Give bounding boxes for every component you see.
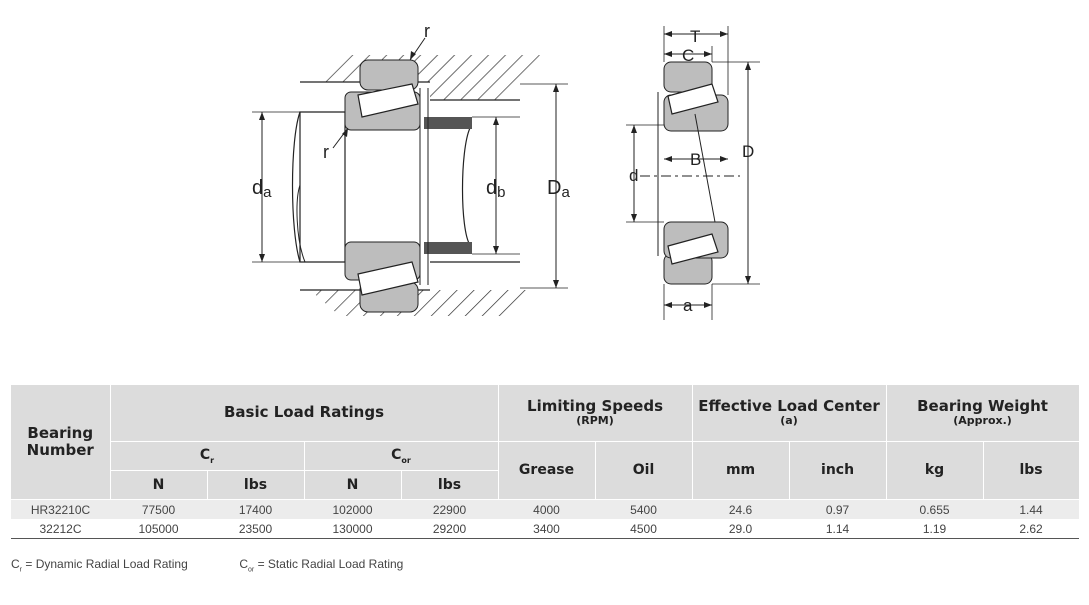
label-db: db: [486, 177, 505, 201]
label-r-top: r: [424, 21, 430, 41]
header-cor-n: N: [304, 470, 402, 500]
bearing-cross-section: T C B D d a: [626, 26, 760, 320]
cell-cor-lbs: 22900: [401, 499, 499, 519]
spacer-top: [424, 117, 472, 129]
cell-cor-lbs: 29200: [401, 519, 499, 539]
header-weight-lbs: lbs: [983, 441, 1080, 500]
header-bearing-weight: Bearing Weight(Approx.): [886, 385, 1080, 442]
cell-lbs: 1.44: [983, 499, 1080, 519]
cell-cr-n: 77500: [110, 499, 207, 519]
cell-mm: 29.0: [692, 519, 790, 539]
footnote-cor: Cor = Static Radial Load Rating: [239, 557, 404, 574]
label-D: D: [742, 142, 754, 161]
header-bearing-number: Bearing Number: [11, 385, 111, 500]
label-T: T: [690, 27, 700, 46]
cell-bearing: HR32210C: [11, 499, 110, 519]
header-oil: Oil: [595, 441, 693, 500]
roller-top: [357, 83, 419, 118]
cell-grease: 3400: [498, 519, 596, 539]
label-r-side: r: [323, 142, 329, 162]
label-a: a: [683, 296, 693, 315]
housing-bottom: [310, 290, 540, 316]
header-kg: kg: [886, 441, 984, 500]
cell-cr-n: 105000: [110, 519, 207, 539]
cell-inch: 0.97: [789, 499, 887, 519]
cell-cr-lbs: 23500: [207, 519, 304, 539]
cell-cor-n: 102000: [304, 499, 401, 519]
header-cr: Cr: [110, 441, 305, 471]
table-row: HR32210C 77500 17400 102000 22900 4000 5…: [11, 499, 1080, 519]
bearing-diagram: r r da db Da: [252, 21, 760, 320]
header-cr-n: N: [110, 470, 208, 500]
header-cr-lbs: lbs: [207, 470, 305, 500]
header-mm: mm: [692, 441, 790, 500]
cell-oil: 5400: [595, 499, 693, 519]
cell-oil: 4500: [595, 519, 693, 539]
footnotes: Cr = Dynamic Radial Load Rating Cor = St…: [11, 557, 403, 573]
cell-inch: 1.14: [789, 519, 887, 539]
spacer-bottom: [424, 242, 472, 254]
header-cor-lbs: lbs: [401, 470, 499, 500]
roller-bottom: [357, 261, 419, 296]
mounting-diagram: r r da db Da: [252, 21, 570, 316]
header-grease: Grease: [498, 441, 596, 500]
cell-kg: 1.19: [886, 519, 984, 539]
header-cor: Cor: [304, 441, 499, 471]
table-row: 32212C 105000 23500 130000 29200 3400 45…: [11, 519, 1080, 539]
header-effective-load-center: Effective Load Center(a): [692, 385, 887, 442]
section-roller-top: [667, 83, 719, 115]
label-da: da: [252, 177, 272, 201]
header-basic-load-ratings: Basic Load Ratings: [110, 385, 499, 442]
header-limiting-speeds: Limiting Speeds(RPM): [498, 385, 693, 442]
cell-kg: 0.655: [886, 499, 984, 519]
footnote-cr: Cr = Dynamic Radial Load Rating: [11, 557, 188, 574]
cell-cr-lbs: 17400: [207, 499, 304, 519]
label-B: B: [690, 150, 701, 169]
cell-mm: 24.6: [692, 499, 790, 519]
label-d: d: [629, 166, 638, 185]
label-Da: Da: [547, 177, 570, 201]
housing-top: [310, 55, 540, 100]
cell-grease: 4000: [498, 499, 596, 519]
cell-bearing: 32212C: [11, 519, 110, 539]
cell-cor-n: 130000: [304, 519, 401, 539]
bearing-spec-table: Bearing Number Basic Load Ratings Limiti…: [11, 385, 1080, 539]
label-C: C: [682, 46, 694, 65]
shaft: [299, 111, 346, 263]
header-inch: inch: [789, 441, 887, 500]
section-roller-bottom: [667, 233, 719, 265]
cell-lbs: 2.62: [983, 519, 1080, 539]
